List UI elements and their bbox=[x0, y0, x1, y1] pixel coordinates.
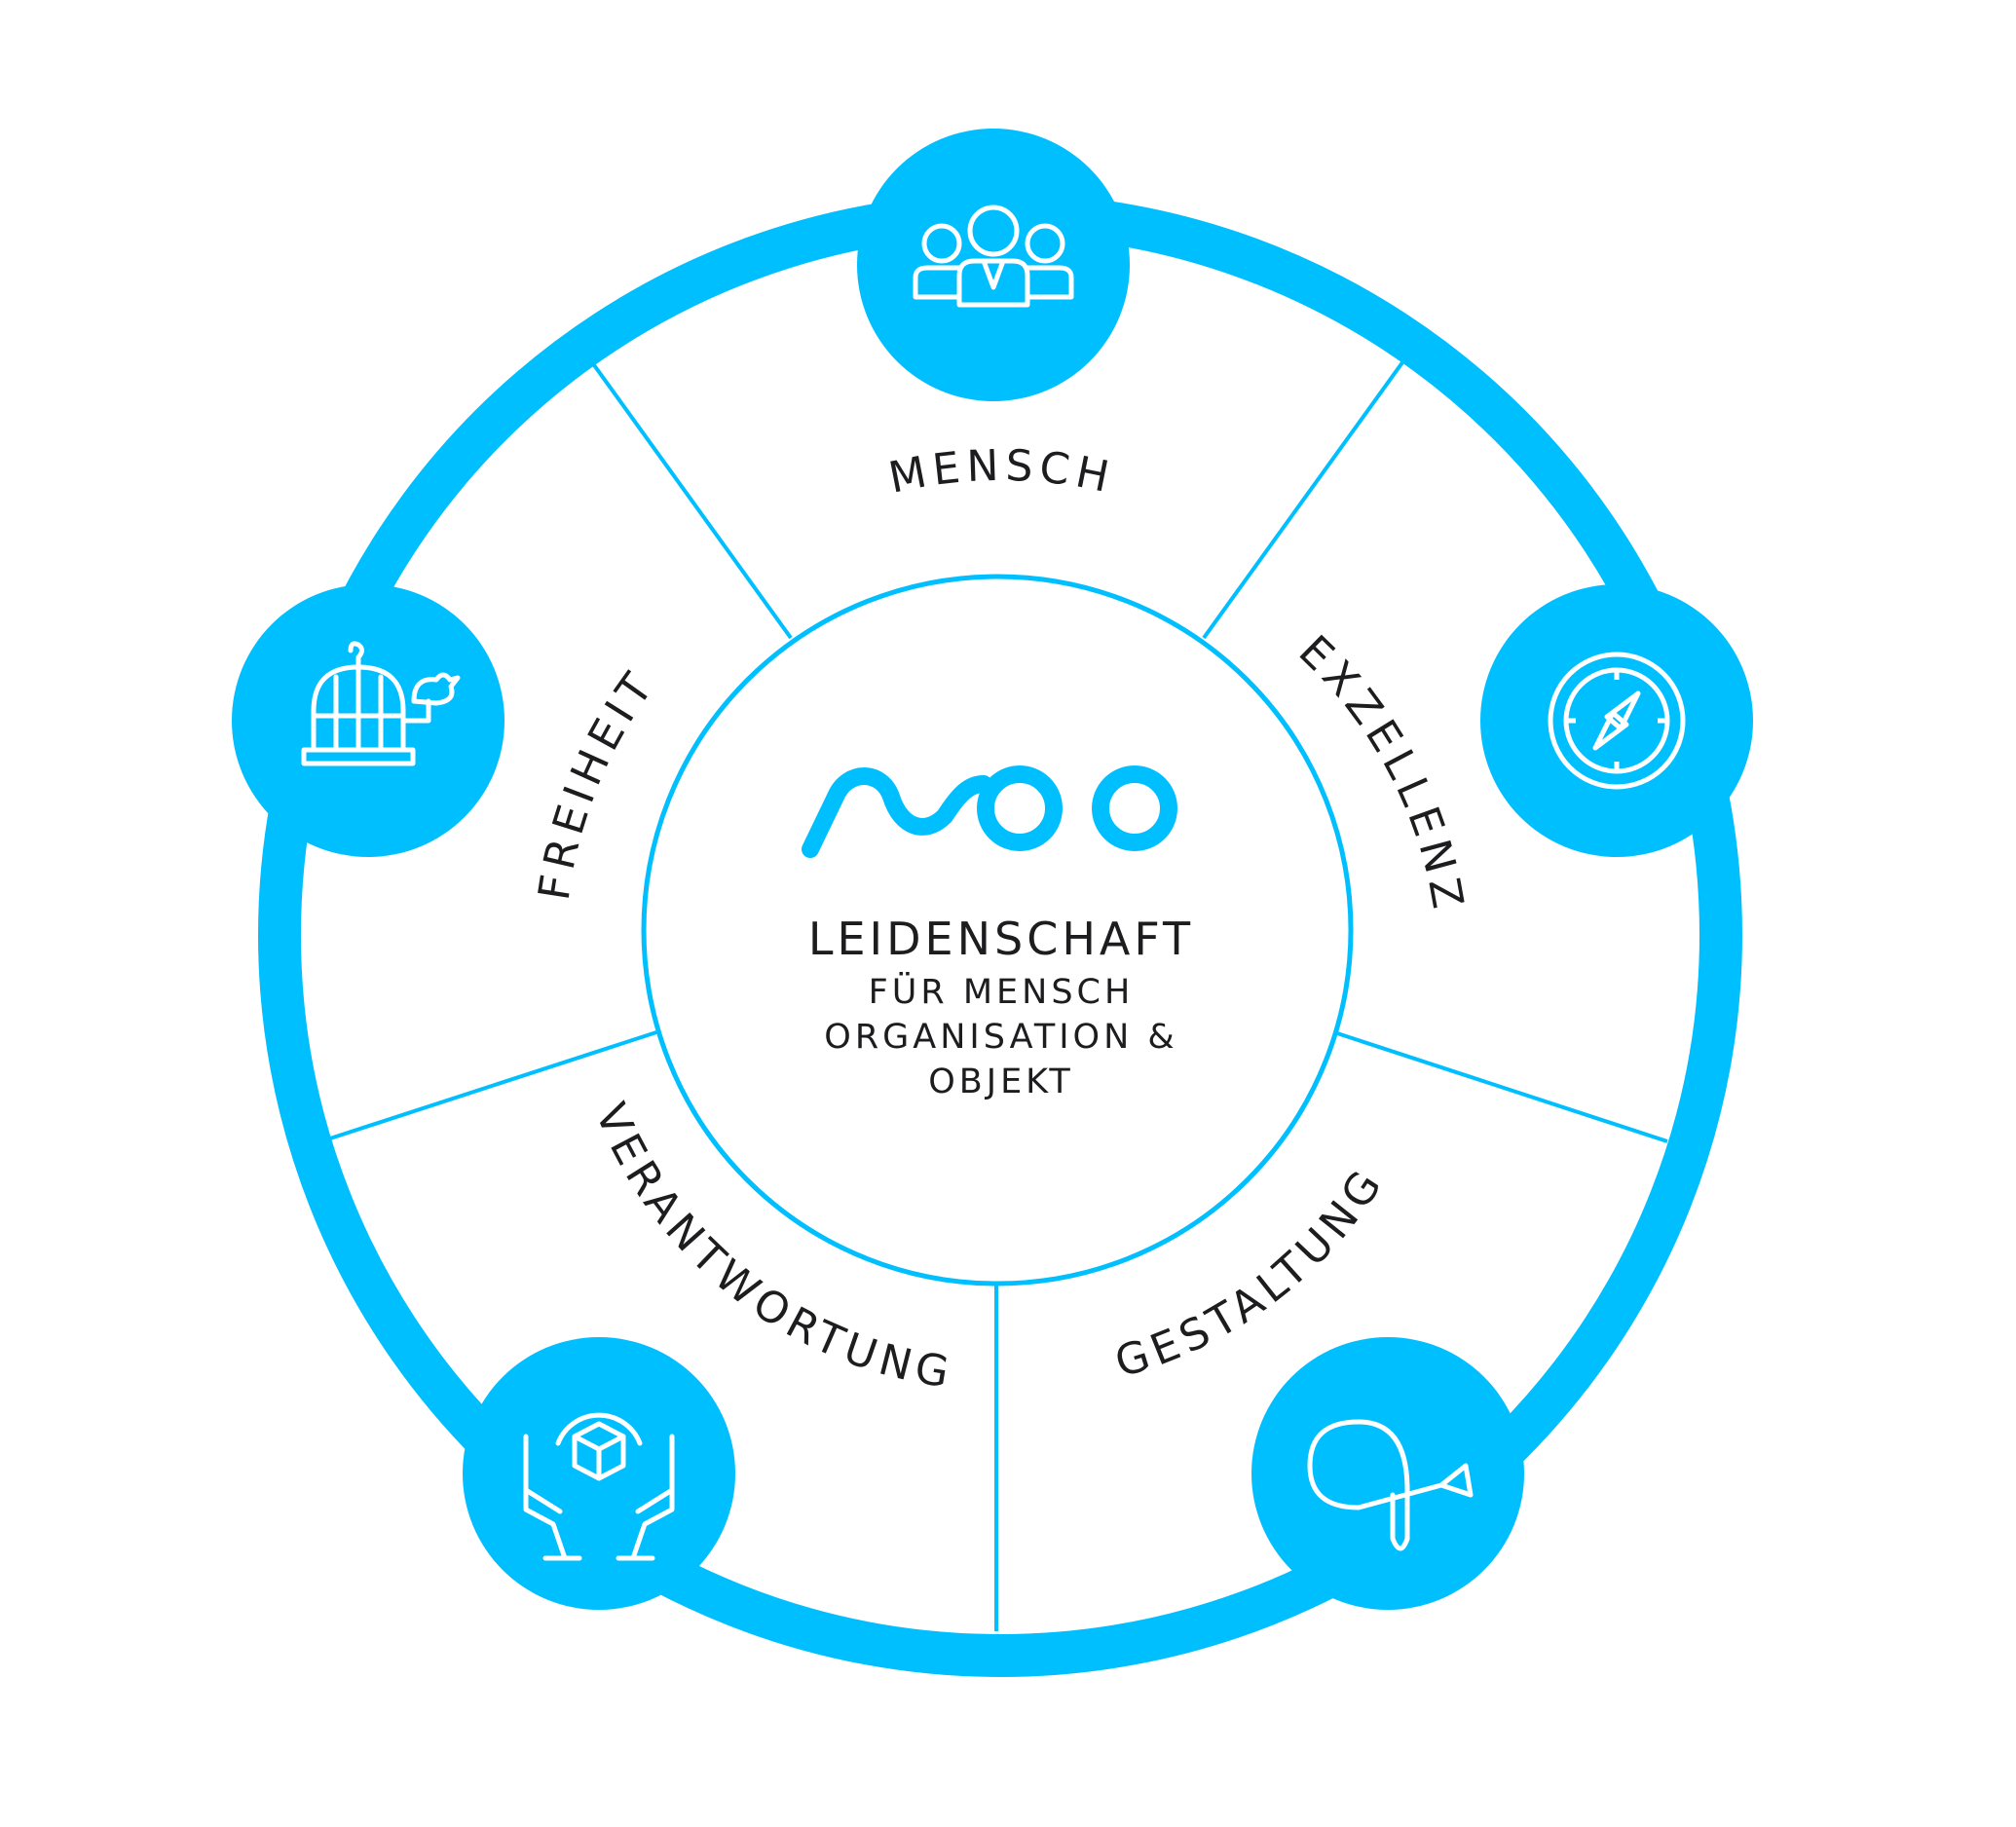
wave-logo-icon bbox=[802, 765, 1177, 858]
divider-line bbox=[326, 1030, 657, 1141]
node-gestaltung bbox=[1251, 1337, 1524, 1610]
center-line-3: OBJEKT bbox=[928, 1063, 1074, 1101]
people-group-icon bbox=[913, 205, 1074, 308]
divider-line bbox=[1333, 1030, 1668, 1143]
node-exzellenz bbox=[1480, 584, 1753, 857]
segment-label-mensch: MENSCH bbox=[884, 441, 1118, 503]
divider-line bbox=[587, 356, 793, 640]
center-line-2: ORGANISATION & bbox=[824, 1018, 1177, 1057]
inner-circle bbox=[641, 574, 1354, 1286]
divider-line bbox=[1202, 356, 1407, 640]
node-verantwortung bbox=[463, 1337, 735, 1610]
loop-arrow-icon bbox=[1307, 1419, 1474, 1551]
center-title: LEIDENSCHAFT bbox=[808, 913, 1194, 965]
open-birdcage-icon bbox=[301, 641, 461, 766]
hands-holding-box-icon bbox=[523, 1412, 675, 1561]
node-mensch bbox=[857, 129, 1130, 401]
segment-label-freiheit: FREIHEIT bbox=[530, 660, 666, 904]
compass-icon bbox=[1548, 652, 1686, 790]
node-freiheit bbox=[232, 584, 504, 857]
center-line-1: FÜR MENSCH bbox=[869, 971, 1135, 1012]
